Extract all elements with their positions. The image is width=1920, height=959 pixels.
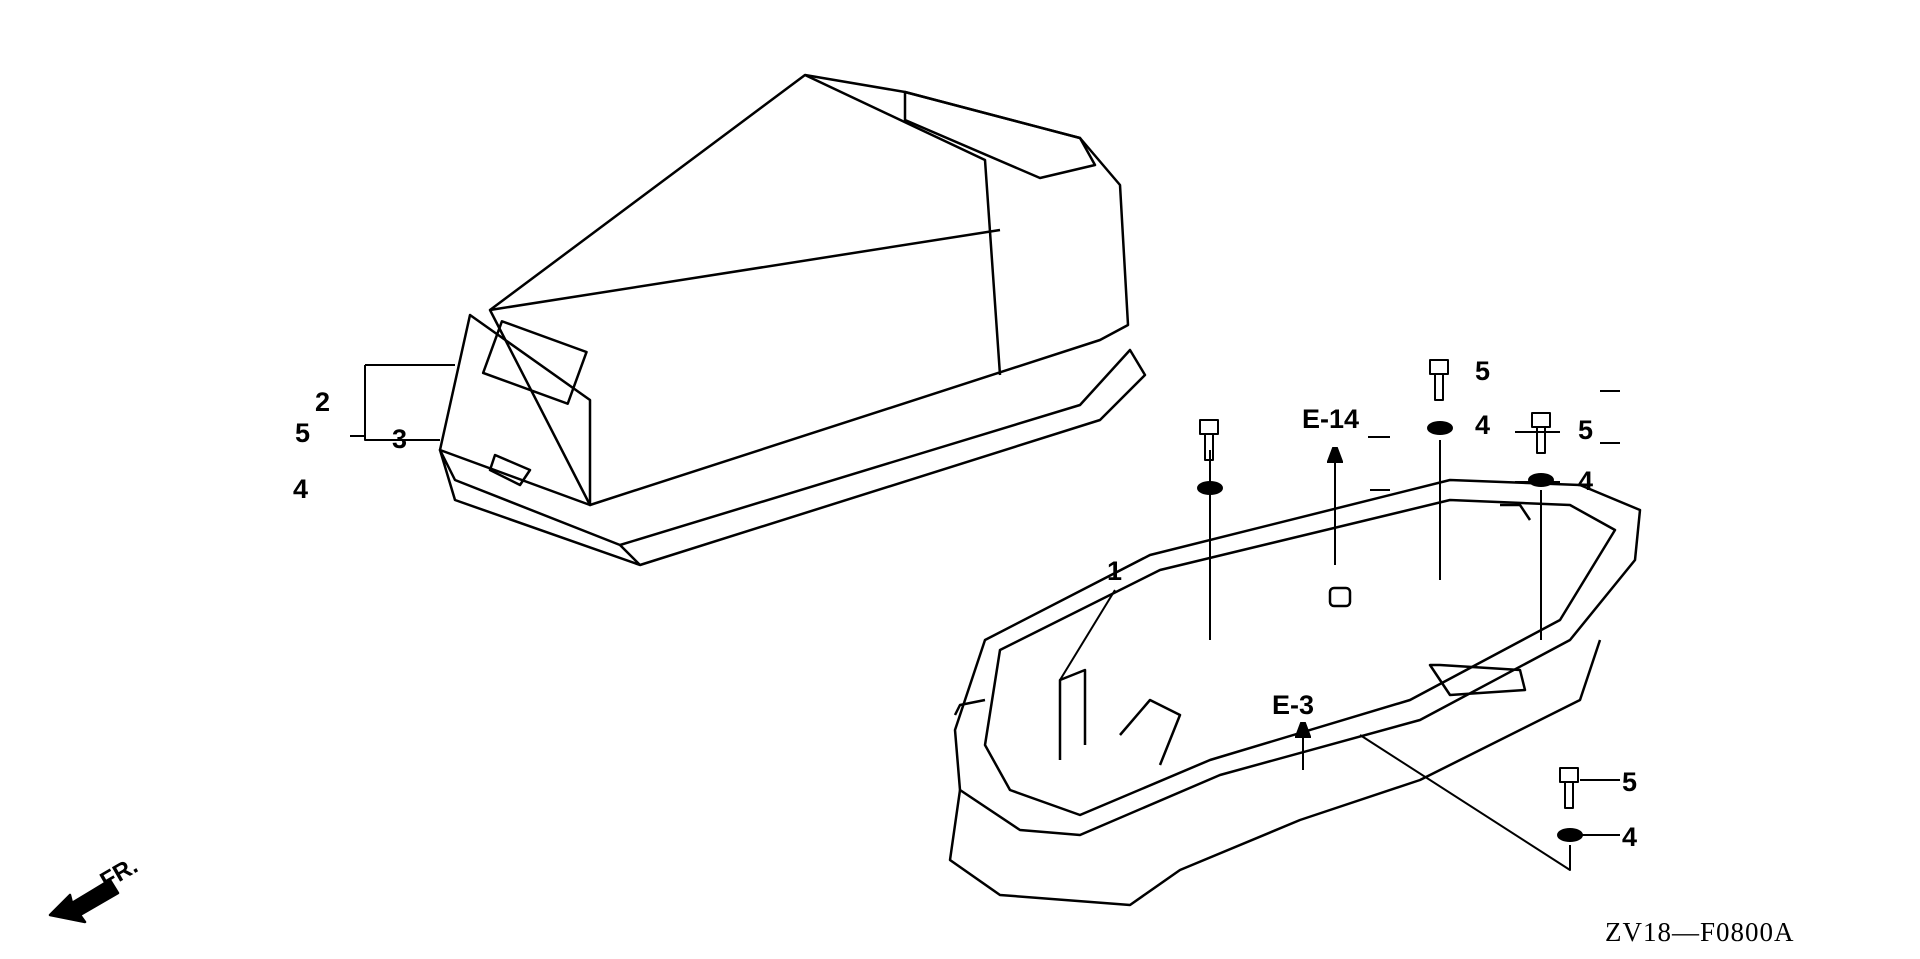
- front-direction-arrow-icon: [48, 878, 120, 924]
- callout-5[interactable]: 5: [295, 418, 311, 448]
- bolt-icon: [1199, 419, 1219, 435]
- washer-icon: [1197, 481, 1223, 495]
- callout-1[interactable]: 1: [1107, 556, 1123, 586]
- drawing-code: ZV18—F0800A: [1605, 917, 1795, 947]
- lower-engine-cover: [948, 478, 1642, 907]
- callout-4[interactable]: 4: [1578, 466, 1594, 496]
- bolt-icon: [1531, 412, 1551, 428]
- callout-5[interactable]: 5: [1475, 356, 1491, 386]
- leader-lines: [350, 364, 1620, 871]
- washer-icon: [1427, 421, 1453, 435]
- callout-5[interactable]: 5: [1578, 415, 1594, 445]
- bolt-icon: [1559, 767, 1579, 783]
- callout-2[interactable]: 2: [315, 387, 331, 417]
- reference-e3[interactable]: E-3: [1272, 690, 1315, 720]
- callout-4[interactable]: 4: [1475, 410, 1491, 440]
- bolts-and-washers: [1197, 359, 1583, 842]
- reference-e14[interactable]: E-14: [1302, 404, 1360, 434]
- washer-icon: [1557, 828, 1583, 842]
- washer-icon: [1528, 473, 1554, 487]
- callout-4[interactable]: 4: [293, 474, 309, 504]
- callout-4[interactable]: 4: [1622, 822, 1638, 852]
- callout-3[interactable]: 3: [392, 424, 408, 454]
- upper-engine-cover: [438, 73, 1147, 567]
- callout-5[interactable]: 5: [1622, 767, 1638, 797]
- bolt-icon: [1429, 359, 1449, 375]
